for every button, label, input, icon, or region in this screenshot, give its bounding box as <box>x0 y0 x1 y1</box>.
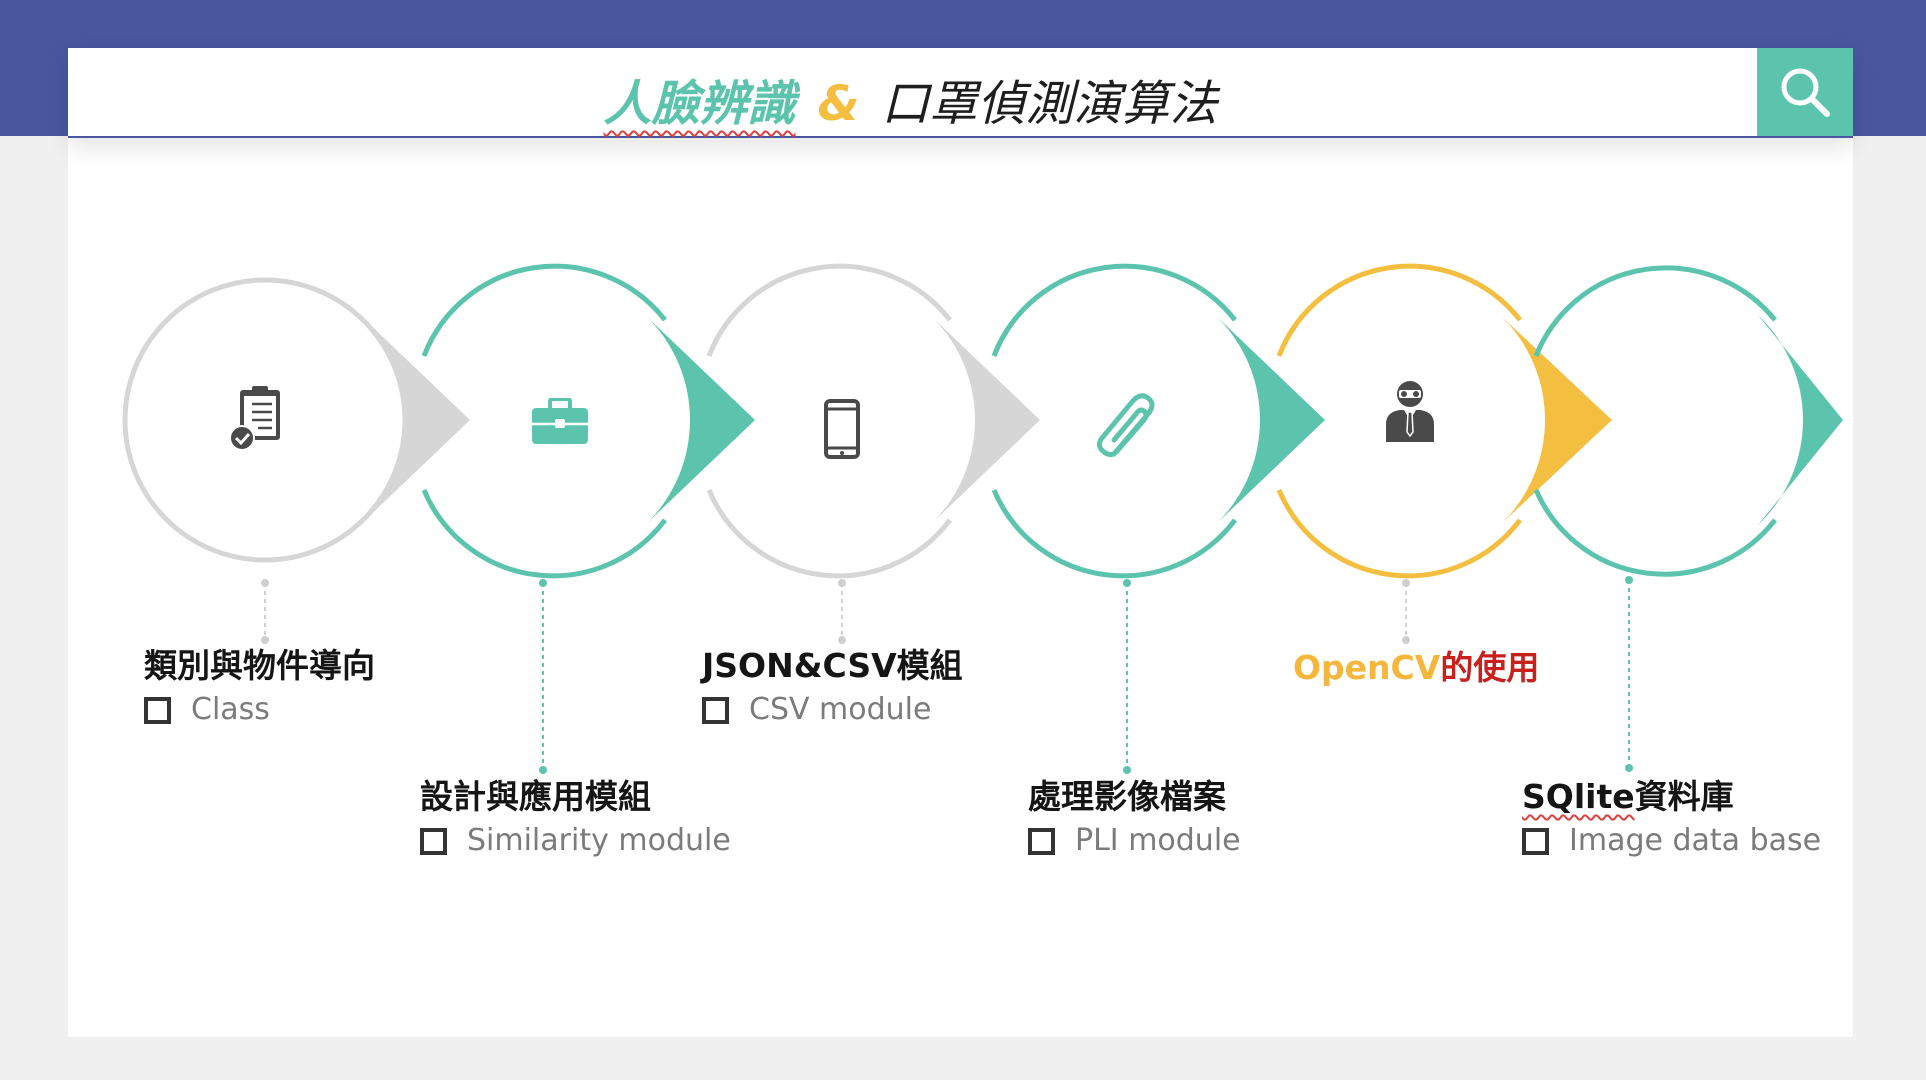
step-5-chevron <box>1276 263 1612 579</box>
step-3-subitem: CSV module <box>702 692 963 728</box>
checkbox-icon <box>702 696 729 724</box>
search-icon <box>1781 68 1830 117</box>
connector-step-5 <box>1402 579 1410 644</box>
step-6-title-database: 資料庫 <box>1634 777 1734 816</box>
connector-step-2 <box>539 579 547 774</box>
step-3-chevron <box>706 263 1040 579</box>
title-bar: 人臉辨識&口罩偵測演算法 <box>68 48 1853 138</box>
step-4-title: 處理影像檔案 <box>1028 777 1226 816</box>
step-3-subtitle: CSV module <box>749 692 932 727</box>
step-5-title-usage: 的使用 <box>1440 648 1540 687</box>
paperclip-icon <box>1096 393 1155 458</box>
step-1-chevron <box>122 277 470 563</box>
step-4-chevron <box>991 263 1325 579</box>
businessman-icon <box>1386 381 1434 442</box>
briefcase-icon <box>532 398 588 444</box>
step-3-title: JSON&CSV模組 <box>702 646 963 685</box>
step-6-subitem: Image data base <box>1522 823 1821 859</box>
step-6-label: SQlite資料庫 Image data base <box>1522 777 1821 859</box>
title-part-mask-detection: 口罩偵測演算法 <box>881 76 1218 132</box>
step-6-subtitle: Image data base <box>1569 823 1822 858</box>
step-6-chevron <box>1533 265 1843 577</box>
smartphone-icon <box>824 399 860 459</box>
step-3-label: JSON&CSV模組 CSV module <box>702 646 963 728</box>
checkbox-icon <box>1028 827 1055 855</box>
step-2-title: 設計與應用模組 <box>420 777 651 816</box>
search-button[interactable] <box>1757 48 1853 136</box>
step-6-title-sqlite: SQlite <box>1522 777 1635 816</box>
step-1-label: 類別與物件導向 Class <box>144 646 375 728</box>
step-2-chevron <box>421 263 755 579</box>
title-ampersand: & <box>817 76 860 132</box>
step-1-title: 類別與物件導向 <box>144 646 375 685</box>
checkbox-icon <box>420 827 447 855</box>
step-5-title-opencv: OpenCV <box>1293 648 1441 687</box>
step-1-subtitle: Class <box>191 692 270 727</box>
step-2-subtitle: Similarity module <box>467 823 731 858</box>
clipboard-check-icon <box>229 386 280 451</box>
connector-step-1 <box>261 579 269 644</box>
step-6-title: SQlite資料庫 <box>1522 777 1821 817</box>
step-1-subitem: Class <box>144 692 375 728</box>
connector-step-3 <box>838 579 846 644</box>
step-4-subitem: PLI module <box>1028 823 1241 859</box>
step-4-subtitle: PLI module <box>1075 823 1241 858</box>
connector-step-6 <box>1625 576 1633 772</box>
title-part-face-recognition: 人臉辨識 <box>603 76 796 132</box>
checkbox-icon <box>1522 827 1549 855</box>
step-4-label: 處理影像檔案 PLI module <box>1028 777 1241 859</box>
page-title: 人臉辨識&口罩偵測演算法 <box>68 64 1753 134</box>
connector-step-4 <box>1123 579 1131 774</box>
checkbox-icon <box>144 696 171 724</box>
step-5-label: OpenCV的使用 <box>1293 648 1539 688</box>
step-5-title: OpenCV的使用 <box>1293 648 1539 688</box>
slide-canvas <box>68 48 1853 1037</box>
step-2-label: 設計與應用模組 Similarity module <box>420 777 731 859</box>
step-2-subitem: Similarity module <box>420 823 731 859</box>
